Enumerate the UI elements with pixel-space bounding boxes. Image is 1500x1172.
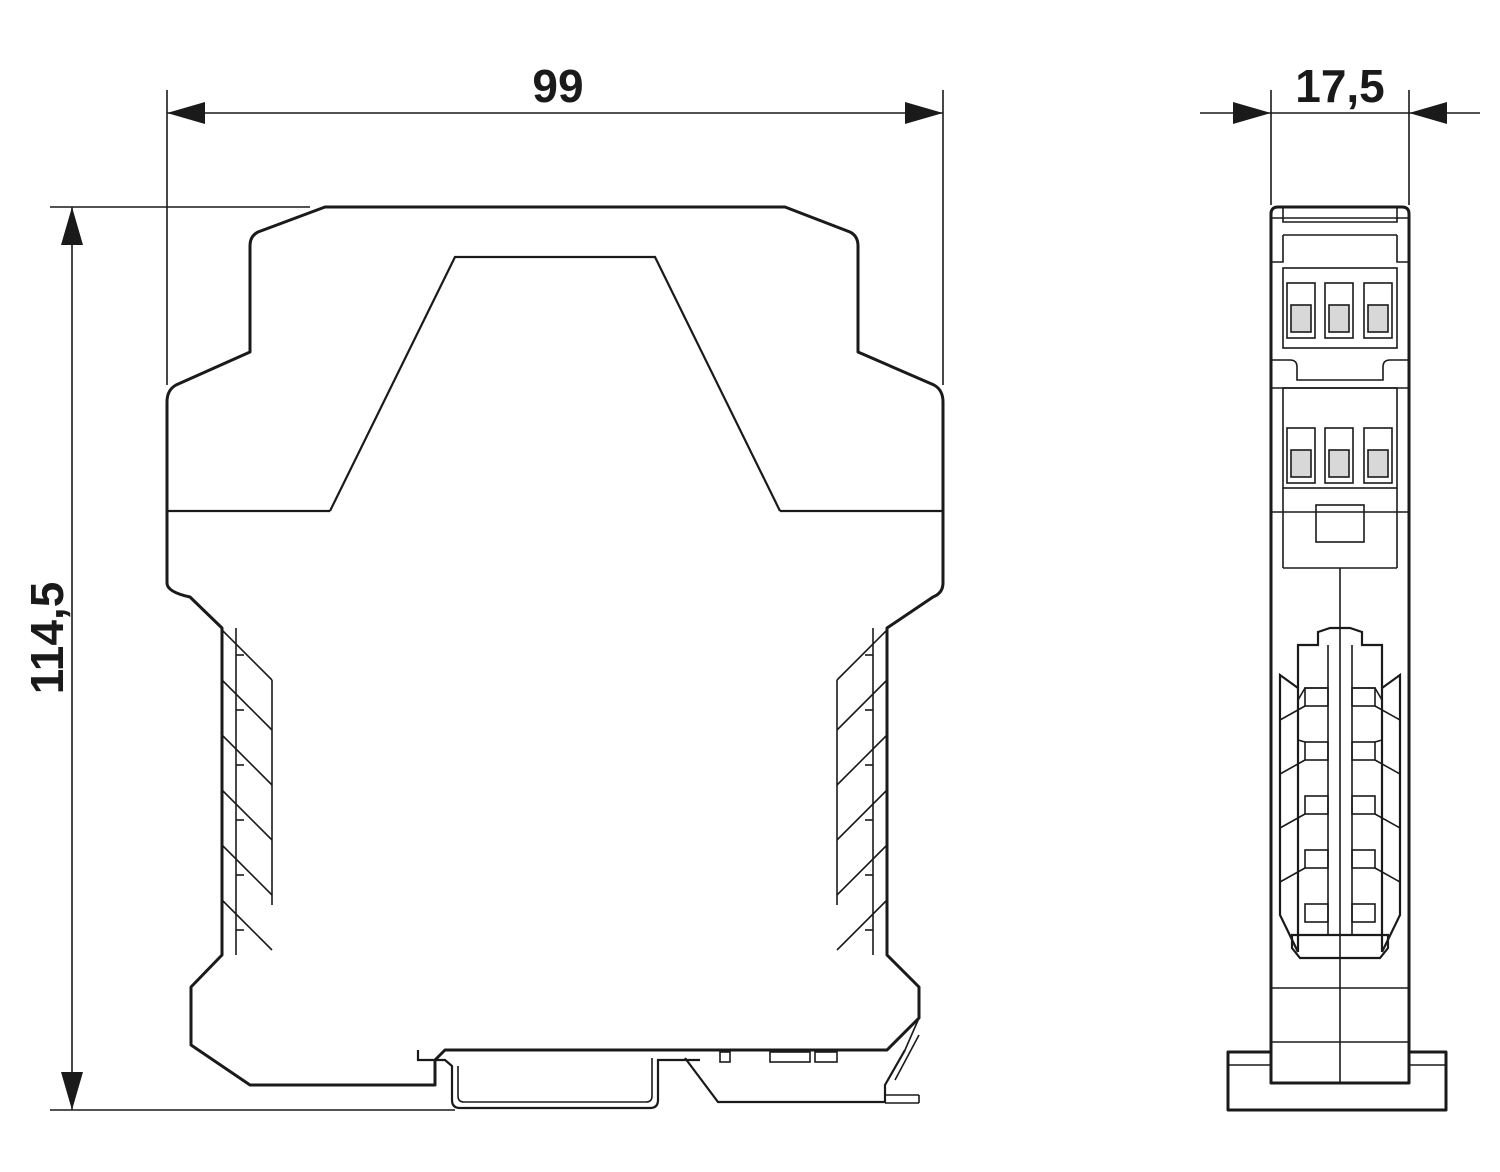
width-side-label: 17,5 xyxy=(1295,60,1385,112)
side-vent-ribs xyxy=(1279,687,1401,923)
front-trapezoid-cover xyxy=(329,255,781,512)
side-terminal-bottom xyxy=(1271,387,1409,569)
front-view xyxy=(165,205,945,1110)
front-vent-left xyxy=(221,628,273,955)
terminal-screw-row-top xyxy=(1286,282,1393,339)
arrow-right-icon xyxy=(905,102,943,124)
side-vent xyxy=(1278,626,1402,960)
dimension-width-side: 17,5 xyxy=(1200,60,1480,205)
dimension-height-front: 114,5 xyxy=(21,206,455,1111)
arrow-up-icon xyxy=(61,207,83,245)
side-terminal-top xyxy=(1271,207,1409,381)
side-view xyxy=(1226,205,1448,1112)
dimension-width-front: 99 xyxy=(166,60,944,385)
arrow-side-right-icon xyxy=(1409,102,1447,124)
arrow-side-left-icon xyxy=(1233,102,1271,124)
arrow-left-icon xyxy=(167,102,205,124)
front-housing-outline xyxy=(165,205,945,1087)
terminal-screw-row-bottom xyxy=(1286,427,1393,484)
width-front-label: 99 xyxy=(532,60,583,112)
arrow-down-icon xyxy=(61,1072,83,1110)
height-front-label: 114,5 xyxy=(21,582,73,695)
front-din-rail xyxy=(416,1017,920,1110)
front-vent-right xyxy=(836,628,888,955)
